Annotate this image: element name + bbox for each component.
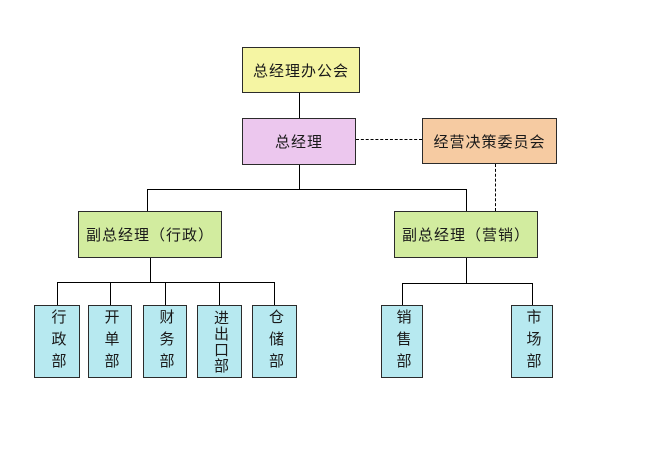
node-deputy-admin: 副总经理（行政） <box>78 211 222 258</box>
dept-import-export-label: 进出口部 <box>212 309 228 374</box>
node-committee: 经营决策委员会 <box>422 118 557 164</box>
node-dept-admin: 行政部 <box>34 305 80 378</box>
node-gm-office: 总经理办公会 <box>242 47 360 93</box>
connector-gm-stem <box>299 165 300 189</box>
connector-deputy-marketing-stem <box>466 258 467 283</box>
connector-marketing-depts-crossbar <box>402 283 532 284</box>
node-dept-billing: 开单部 <box>88 305 132 378</box>
node-dept-import-export: 进出口部 <box>197 305 242 378</box>
connector-drop-dept-finance <box>165 282 166 305</box>
connector-deputies-crossbar <box>147 189 466 190</box>
connector-deputy-admin-stem <box>150 258 151 282</box>
dept-sales-label: 销售部 <box>394 308 411 375</box>
node-gm: 总经理 <box>242 118 356 165</box>
dept-billing-label: 开单部 <box>102 308 119 375</box>
connector-drop-dept-warehouse <box>274 282 275 305</box>
connector-drop-dept-sales <box>402 283 403 305</box>
dept-warehouse-label: 仓储部 <box>267 308 283 375</box>
connector-drop-dept-admin <box>57 282 58 305</box>
node-dept-market: 市场部 <box>511 305 553 378</box>
node-dept-finance: 财务部 <box>143 305 187 378</box>
connector-gm-committee-dashed <box>356 139 422 140</box>
connector-drop-dept-import-export <box>219 282 220 305</box>
connector-drop-deputy-admin <box>147 189 148 211</box>
dept-finance-label: 财务部 <box>157 308 174 375</box>
connector-gm-office-gm <box>299 93 300 118</box>
dept-admin-label: 行政部 <box>49 308 66 375</box>
node-dept-sales: 销售部 <box>381 305 423 378</box>
connector-drop-deputy-marketing <box>466 189 467 211</box>
connector-drop-dept-billing <box>110 282 111 305</box>
node-deputy-marketing: 副总经理（营销） <box>394 211 538 258</box>
dept-market-label: 市场部 <box>524 308 541 375</box>
connector-committee-deputy-marketing-dashed <box>495 164 496 211</box>
node-dept-warehouse: 仓储部 <box>252 305 297 378</box>
connector-drop-dept-market <box>532 283 533 305</box>
